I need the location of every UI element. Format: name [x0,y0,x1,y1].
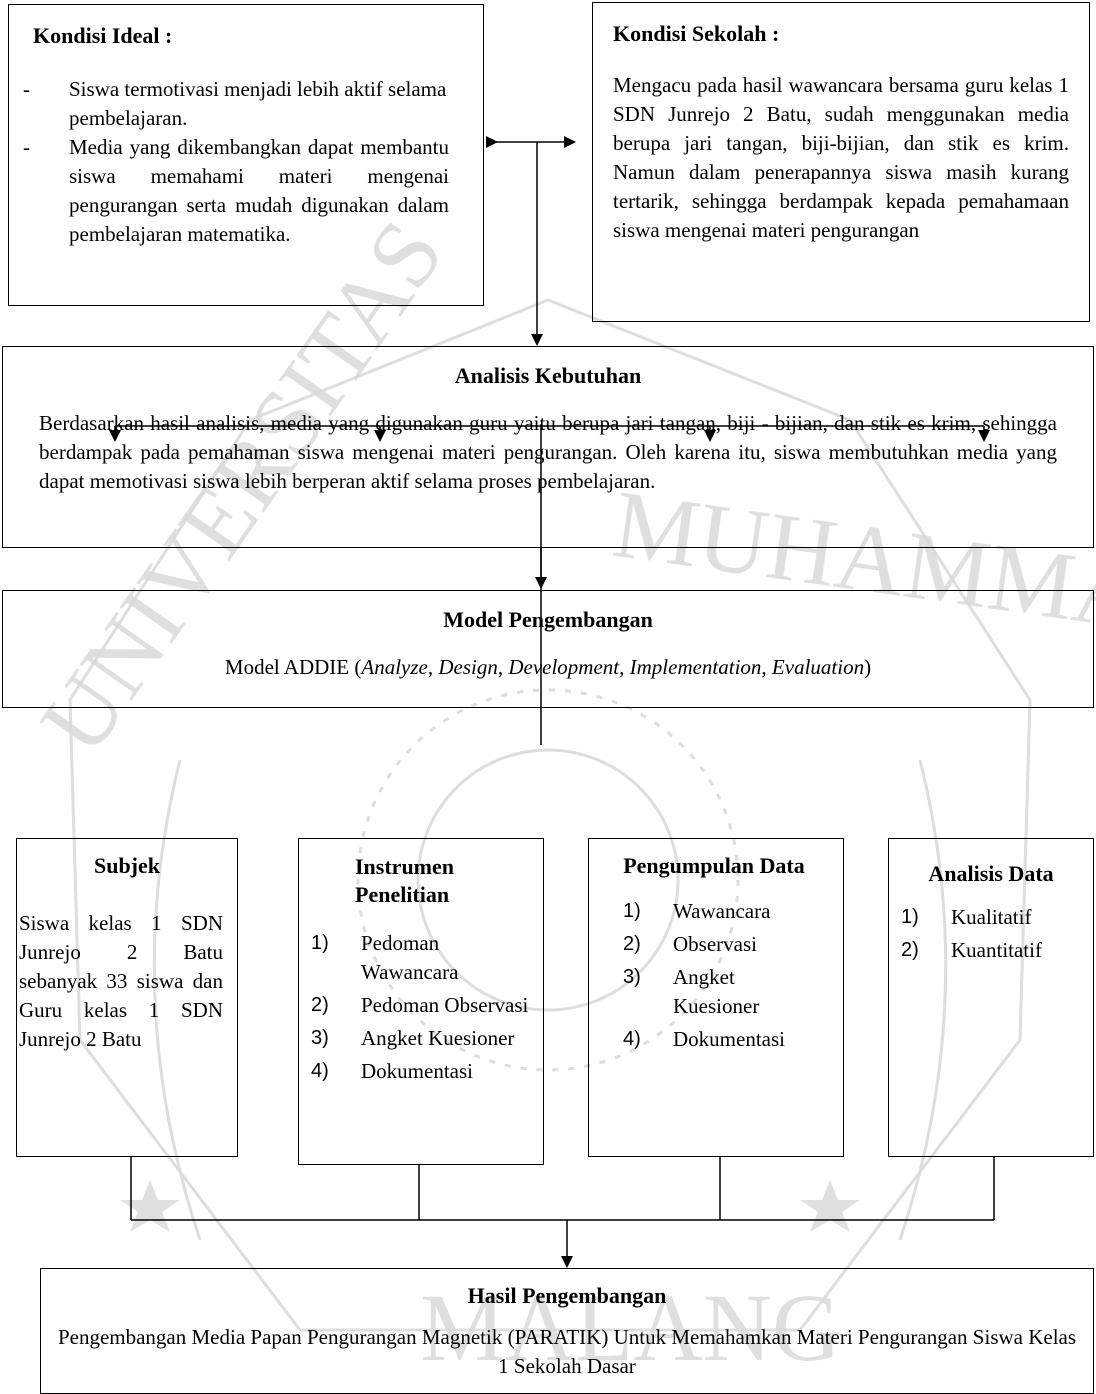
item-number: 3) [623,966,641,988]
analisis-data-item: 1) Kualitatif [895,903,1087,932]
item-label: Kuantitatif [951,938,1042,962]
kondisi-ideal-item: - Siswa termotivasi menjadi lebih aktif … [9,75,459,133]
kondisi-ideal-item: - Media yang dikembangkan dapat membantu… [9,133,459,249]
item-number: 2) [901,939,919,961]
subjek-text: Siswa kelas 1 SDN Junrejo 2 Batu sebanya… [19,911,223,1051]
watermark-arc-text-bottom: MALANG [420,1274,841,1381]
dash-bullet: - [23,77,30,101]
kondisi-ideal-box: Kondisi Ideal : - Siswa termotivasi menj… [8,4,484,306]
item-label: Wawancara [673,899,771,923]
model-text-suffix: ) [864,655,872,679]
subjek-box: Subjek Siswa kelas 1 SDN Junrejo 2 Batu … [16,838,238,1157]
model-text-prefix: Model ADDIE ( [224,655,362,679]
pengumpulan-data-box: Pengumpulan Data 1) Wawancara 2) Observasi… [588,838,844,1157]
model-pengembangan-box: Model Pengembangan Model ADDIE (Analyze,… [2,590,1094,708]
model-pengembangan-title: Model Pengembangan [443,607,653,632]
analisis-data-box: Analisis Data 1) Kualitatif 2) Kuantitatif [888,838,1094,1157]
instrumen-item: 4) Dokumentasi [305,1057,533,1086]
analisis-kebutuhan-box: Analisis Kebutuhan Berdasarkan hasil ana… [2,346,1094,548]
model-pengembangan-text: Model ADDIE (Analyze, Design, Developmen… [23,653,1073,682]
pengumpulan-list: 1) Wawancara 2) Observasi 3) Angket Kuesion… [595,897,833,1054]
instrumen-list: 1)Pedoman Wawancara 2)Pedoman Observasi … [305,929,533,1086]
item-number: 1) [623,900,641,922]
item-label: Observasi [673,932,757,956]
item-number: 4) [623,1028,641,1050]
watermark-left-laurel [152,759,202,1241]
hasil-pengembangan-title: Hasil Pengembangan [467,1283,667,1308]
item-label: Kualitatif [951,905,1032,929]
analisis-kebutuhan-title: Analisis Kebutuhan [454,363,642,388]
watermark-octagon [68,298,1032,1332]
kondisi-ideal-item-text: Media yang dikembangkan dapat membantu s… [69,135,449,246]
pengumpulan-item: 2) Observasi [617,930,833,959]
item-label: Dokumentasi [361,1059,473,1083]
hasil-pengembangan-box: Hasil Pengembangan Pengembangan Media Pa… [40,1268,1094,1394]
item-label: Pedoman Wawancara [361,931,459,984]
analisis-data-item: 2) Kuantitatif [895,936,1087,965]
pengumpulan-item: 3) Angket Kuesioner [617,963,793,1021]
analisis-kebutuhan-text: Berdasarkan hasil analisis, media yang d… [39,411,1057,493]
kondisi-sekolah-box: Kondisi Sekolah : Mengacu pada hasil waw… [592,2,1090,322]
model-text-italic: Analyze, Design, Development, Implementa… [361,655,865,679]
dash-bullet: - [23,135,30,159]
watermark-left-star-icon [120,1180,180,1232]
item-number: 1) [311,932,329,954]
instrumen-item: 1) Pedoman Wawancara [305,929,533,987]
pengumpulan-item: 1) Wawancara [617,897,833,926]
kondisi-sekolah-title: Kondisi Sekolah : [613,21,780,46]
item-label: Dokumentasi [673,1027,785,1051]
instrumen-item: 2) Pedoman Observasi [305,991,533,1020]
analisis-data-title: Analisis Data [928,861,1054,886]
item-number: 3) [311,1027,329,1049]
watermark-right-laurel [898,759,948,1241]
instrumen-box: Instrumen Penelitian 1) Pedoman Wawancara… [298,838,544,1165]
kondisi-ideal-item-text: Siswa termotivasi menjadi lebih aktif se… [69,77,447,130]
item-label: Pedoman Observasi [361,993,529,1017]
watermark-inner-circle [416,748,680,1012]
kondisi-ideal-title: Kondisi Ideal : [33,23,173,48]
pengumpulan-data-title: Pengumpulan Data [623,853,805,878]
hasil-pengembangan-text: Pengembangan Media Papan Pengurangan Mag… [57,1325,1077,1378]
kondisi-ideal-list: - Siswa termotivasi menjadi lebih aktif … [23,75,459,249]
item-number: 2) [311,994,329,1016]
instrumen-title: Instrumen Penelitian [355,854,455,907]
watermark-right-star-icon [800,1180,860,1232]
item-label: Angket Kuesioner [361,1026,515,1050]
pengumpulan-item: 4) Dokumentasi [617,1025,833,1054]
kondisi-sekolah-text: Mengacu pada hasil wawancara bersama gur… [613,73,1069,242]
item-number: 4) [311,1060,329,1082]
subjek-title: Subjek [93,853,161,878]
item-number: 2) [623,933,641,955]
item-label: Angket Kuesioner [673,965,760,1018]
analisis-data-list: 1) Kualitatif 2) Kuantitatif [895,903,1087,965]
watermark-sun-rays [356,688,740,1072]
item-number: 1) [901,906,919,928]
instrumen-item: 3) Angket Kuesioner [305,1024,533,1053]
